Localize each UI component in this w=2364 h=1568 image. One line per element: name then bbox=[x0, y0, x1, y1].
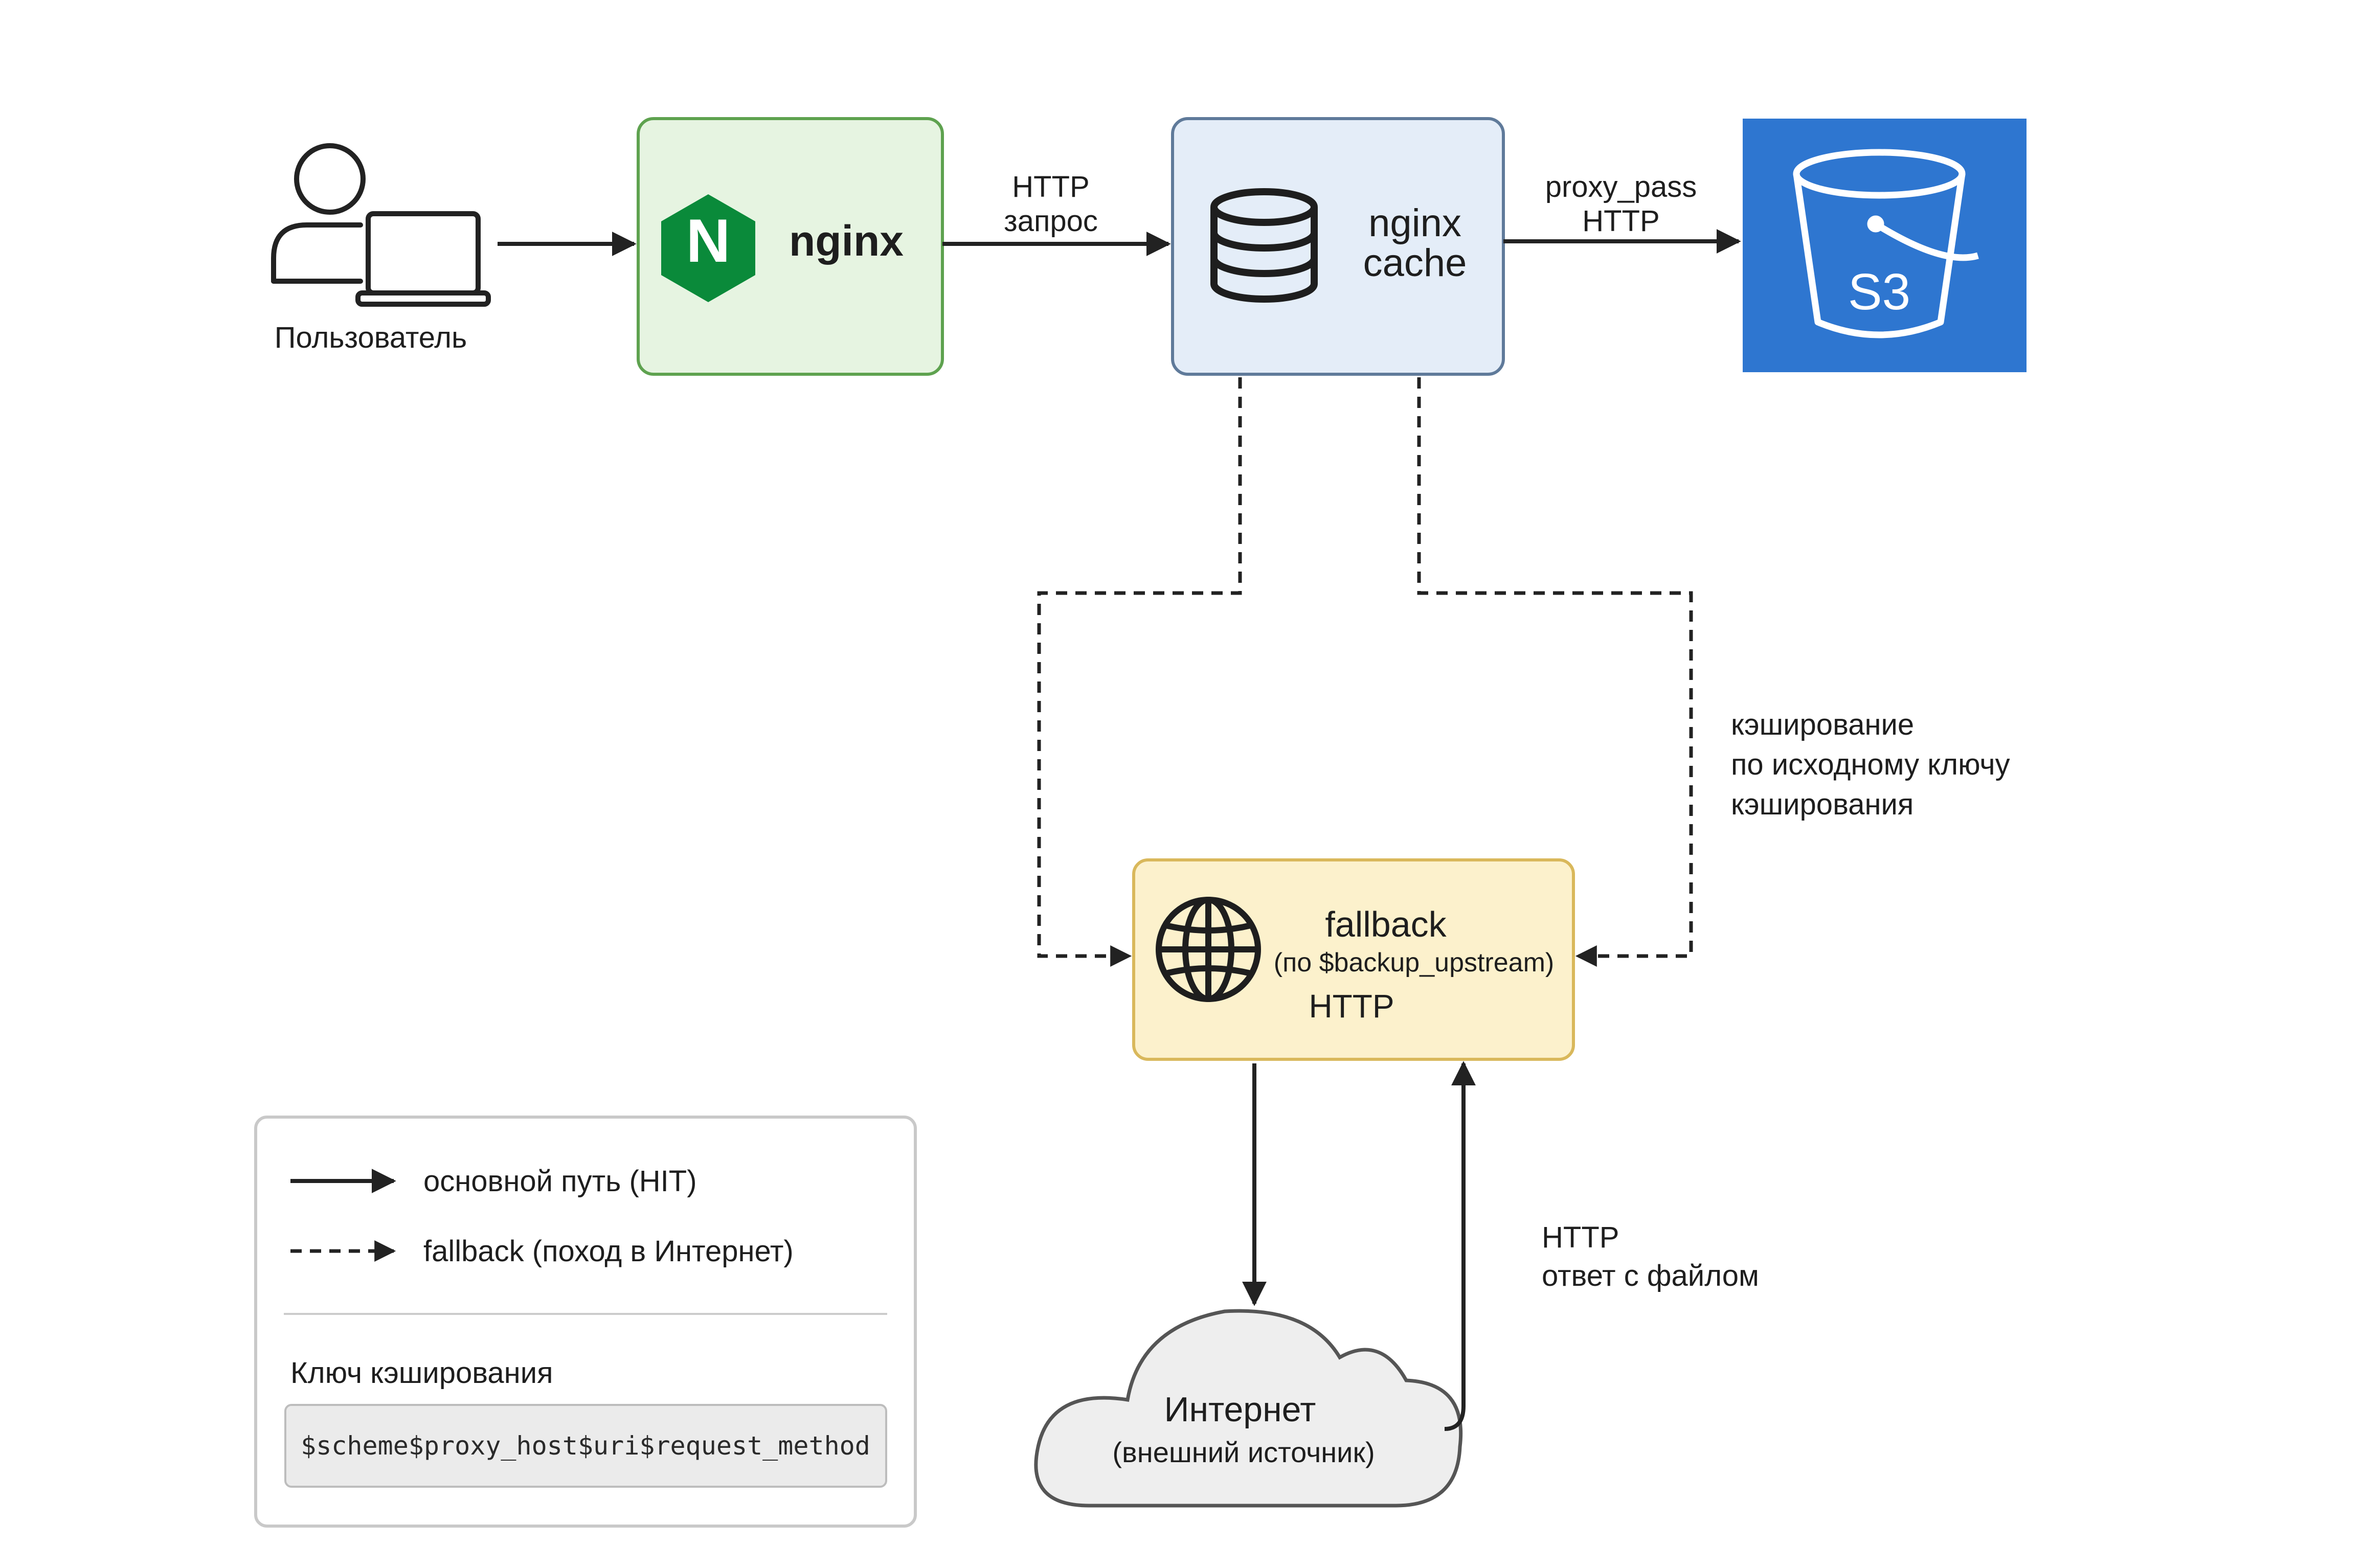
edge-label-http-request-2: запрос bbox=[1004, 204, 1098, 238]
nginx-box bbox=[637, 117, 944, 376]
legend-key-title: Ключ кэширования bbox=[290, 1356, 553, 1390]
globe-icon bbox=[1156, 897, 1261, 1002]
fallback-node: fallback (по $backup_upstream) HTTP bbox=[1132, 858, 1575, 1061]
edge-label-proxy-pass-2: HTTP bbox=[1582, 204, 1659, 238]
dashed-edges bbox=[1037, 377, 1693, 967]
edge-internet-to-fallback bbox=[1444, 1061, 1476, 1431]
edge-label-http-request-1: HTTP bbox=[1012, 170, 1089, 203]
legend: основной путь (HIT) fallback (поход в Ин… bbox=[254, 1116, 917, 1528]
s3-bucket-icon bbox=[1793, 149, 1979, 338]
nginx-cache-label-line2: cache bbox=[1363, 241, 1467, 285]
cache-key-value: $scheme$proxy_host$uri$request_method bbox=[301, 1431, 870, 1461]
edge-cache-to-fallback-left bbox=[1037, 377, 1242, 967]
nginx-label: nginx bbox=[789, 217, 904, 265]
s3-node: S3 bbox=[1743, 119, 2027, 372]
internet-subtitle: (внешний источник) bbox=[1112, 1436, 1375, 1468]
caching-note-line1: кэширование bbox=[1731, 708, 1914, 741]
fallback-protocol: HTTP bbox=[1309, 988, 1394, 1025]
user-label: Пользователь bbox=[275, 321, 467, 354]
caching-note-line3: кэширования bbox=[1731, 788, 1913, 821]
response-label-line1: HTTP bbox=[1542, 1221, 1619, 1254]
nginx-logo-letter: N bbox=[686, 207, 731, 275]
user-node: Пользователь bbox=[271, 143, 491, 354]
nginx-node: N nginx bbox=[637, 117, 944, 376]
nginx-cache-label-line1: nginx bbox=[1368, 201, 1461, 245]
user-icon bbox=[271, 143, 366, 284]
cache-key-field bbox=[284, 1404, 887, 1488]
legend-solid-label: основной путь (HIT) bbox=[423, 1165, 697, 1198]
legend-dashed-label: fallback (поход в Интернет) bbox=[423, 1235, 794, 1268]
database-icon bbox=[1210, 188, 1318, 303]
cloud-icon bbox=[1034, 1309, 1463, 1508]
nginx-cache-node: nginx cache bbox=[1171, 117, 1505, 376]
solid-edges bbox=[498, 229, 1741, 1431]
fallback-subtitle: (по $backup_upstream) bbox=[1274, 948, 1554, 978]
s3-box bbox=[1743, 119, 2027, 372]
fallback-title: fallback bbox=[1325, 904, 1447, 944]
s3-label: S3 bbox=[1848, 263, 1910, 321]
response-label-line2: ответ с файлом bbox=[1542, 1259, 1759, 1292]
internet-title: Интернет bbox=[1164, 1390, 1316, 1429]
edge-label-proxy-pass-1: proxy_pass bbox=[1545, 170, 1697, 203]
laptop-icon bbox=[355, 211, 491, 307]
fallback-box bbox=[1132, 858, 1575, 1061]
edge-cache-to-fallback-right bbox=[1417, 377, 1693, 967]
caching-note-line2: по исходному ключу bbox=[1731, 748, 2010, 781]
nginx-cache-box bbox=[1171, 117, 1505, 376]
nginx-logo-icon bbox=[661, 194, 755, 302]
internet-node: Интернет (внешний источник) bbox=[1034, 1309, 1463, 1508]
